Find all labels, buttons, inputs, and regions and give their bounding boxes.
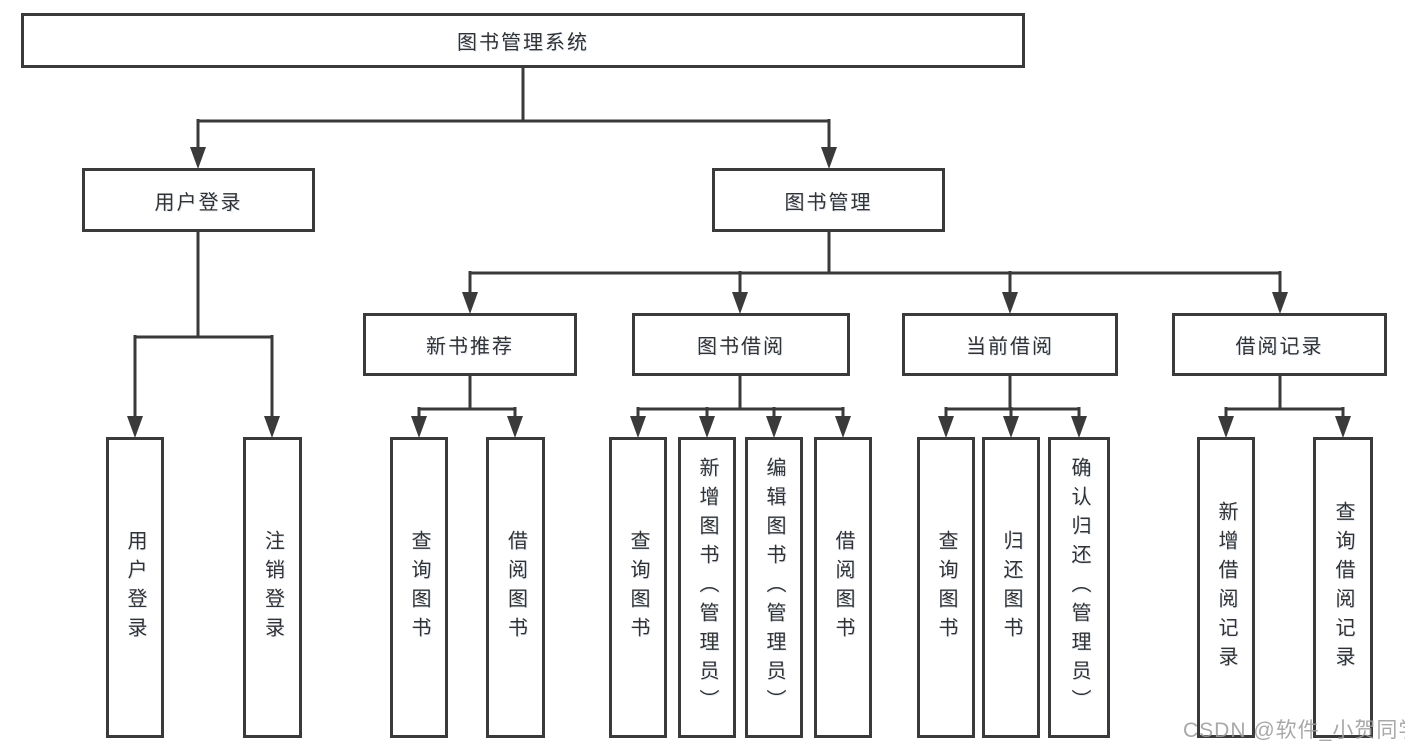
leaf-cb-return-books: 归还图书 <box>982 437 1040 738</box>
leaf-cb-confirm-return-admin: 确认归还（管理员） <box>1048 437 1110 738</box>
leaf-bb-borrow-books: 借阅图书 <box>814 437 872 738</box>
leaf-bb-edit-books-admin: 编辑图书（管理员） <box>745 437 803 738</box>
leaf-logout: 注销登录 <box>243 437 302 738</box>
csdn-watermark: CSDN @软件_小贺同学 <box>1183 719 1405 742</box>
node-new-book-recommend: 新书推荐 <box>363 313 577 376</box>
arrowheads <box>127 147 1351 438</box>
node-book-borrow: 图书借阅 <box>632 313 850 376</box>
leaf-br-query-record: 查询借阅记录 <box>1313 437 1373 738</box>
connector-strokes <box>133 68 1345 420</box>
leaf-nbr-query-books: 查询图书 <box>390 437 448 738</box>
node-current-borrow: 当前借阅 <box>902 313 1118 376</box>
leaf-br-add-record: 新增借阅记录 <box>1197 437 1255 738</box>
node-root: 图书管理系统 <box>21 13 1025 68</box>
node-user-login: 用户登录 <box>82 168 315 232</box>
leaf-user-login: 用户登录 <box>106 437 164 738</box>
leaf-cb-query-books: 查询图书 <box>917 437 975 738</box>
leaf-nbr-borrow-books: 借阅图书 <box>486 437 545 738</box>
node-borrow-records: 借阅记录 <box>1172 313 1387 376</box>
leaf-bb-add-books-admin: 新增图书（管理员） <box>678 437 736 738</box>
node-book-management: 图书管理 <box>712 168 945 232</box>
leaf-bb-query-books: 查询图书 <box>609 437 667 738</box>
